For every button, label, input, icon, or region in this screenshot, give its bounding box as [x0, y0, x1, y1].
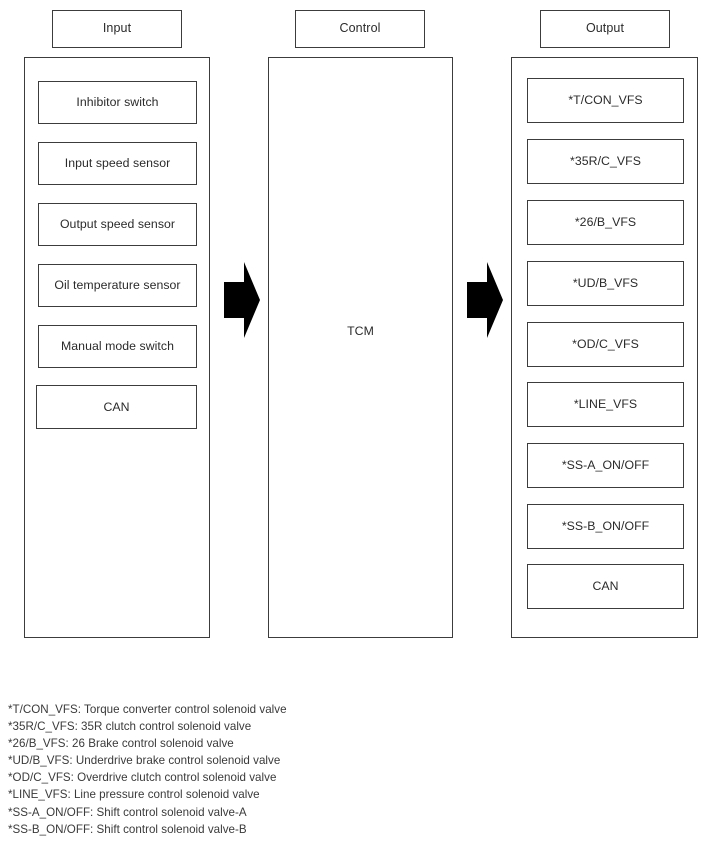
- legend-footnotes: *T/CON_VFS: Torque converter control sol…: [8, 701, 528, 838]
- output-item-label: *SS-B_ON/OFF: [561, 519, 650, 534]
- input-column-header: Input: [52, 10, 182, 48]
- output-item-label: *LINE_VFS: [573, 397, 638, 412]
- input-item-label: Inhibitor switch: [76, 95, 159, 110]
- input-item-can[interactable]: CAN: [36, 385, 197, 429]
- output-item-label: *OD/C_VFS: [572, 337, 639, 352]
- input-item-label: CAN: [103, 399, 130, 414]
- output-item-label: *UD/B_VFS: [572, 276, 639, 291]
- tcm-unit-label: TCM: [347, 324, 374, 338]
- legend-line: *LINE_VFS: Line pressure control solenoi…: [8, 788, 260, 802]
- arrow-input-to-control: [224, 260, 262, 340]
- input-item-oil-temperature-sensor[interactable]: Oil temperature sensor: [38, 264, 197, 307]
- legend-line: *SS-B_ON/OFF: Shift control solenoid val…: [8, 822, 247, 836]
- input-item-label: Input speed sensor: [64, 156, 171, 171]
- control-column-container: TCM: [268, 57, 453, 638]
- input-item-manual-mode-switch[interactable]: Manual mode switch: [38, 325, 197, 368]
- input-item-label: Output speed sensor: [59, 217, 176, 232]
- output-item-line-vfs[interactable]: *LINE_VFS: [527, 382, 684, 427]
- output-item-35r-c-vfs[interactable]: *35R/C_VFS: [527, 139, 684, 184]
- output-item-label: *T/CON_VFS: [568, 93, 643, 108]
- arrow-control-to-output: [467, 260, 505, 340]
- output-item-label: *SS-A_ON/OFF: [561, 458, 650, 473]
- output-item-ss-b-on-off[interactable]: *SS-B_ON/OFF: [527, 504, 684, 549]
- output-column-header-label: Output: [585, 21, 625, 36]
- input-item-inhibitor-switch[interactable]: Inhibitor switch: [38, 81, 197, 124]
- output-item-label: *26/B_VFS: [574, 215, 637, 230]
- input-item-input-speed-sensor[interactable]: Input speed sensor: [38, 142, 197, 185]
- input-item-output-speed-sensor[interactable]: Output speed sensor: [38, 203, 197, 246]
- output-item-label: CAN: [592, 579, 619, 594]
- control-column-header-label: Control: [339, 21, 381, 36]
- legend-line: *26/B_VFS: 26 Brake control solenoid val…: [8, 737, 234, 751]
- output-item-can[interactable]: CAN: [527, 564, 684, 609]
- legend-line: *T/CON_VFS: Torque converter control sol…: [8, 703, 287, 716]
- legend-line: *UD/B_VFS: Underdrive brake control sole…: [8, 754, 281, 768]
- legend-line: *OD/C_VFS: Overdrive clutch control sole…: [8, 771, 277, 785]
- output-item-t-con-vfs[interactable]: *T/CON_VFS: [527, 78, 684, 123]
- output-item-ud-b-vfs[interactable]: *UD/B_VFS: [527, 261, 684, 306]
- output-item-ss-a-on-off[interactable]: *SS-A_ON/OFF: [527, 443, 684, 488]
- input-item-label: Manual mode switch: [61, 339, 174, 354]
- output-item-26-b-vfs[interactable]: *26/B_VFS: [527, 200, 684, 245]
- control-column-header: Control: [295, 10, 425, 48]
- output-column-header: Output: [540, 10, 670, 48]
- output-item-od-c-vfs[interactable]: *OD/C_VFS: [527, 322, 684, 367]
- legend-line: *SS-A_ON/OFF: Shift control solenoid val…: [8, 805, 247, 819]
- input-item-label: Oil temperature sensor: [54, 278, 181, 293]
- legend-line: *35R/C_VFS: 35R clutch control solenoid …: [8, 720, 252, 734]
- input-column-header-label: Input: [102, 21, 132, 36]
- output-item-label: *35R/C_VFS: [570, 154, 641, 169]
